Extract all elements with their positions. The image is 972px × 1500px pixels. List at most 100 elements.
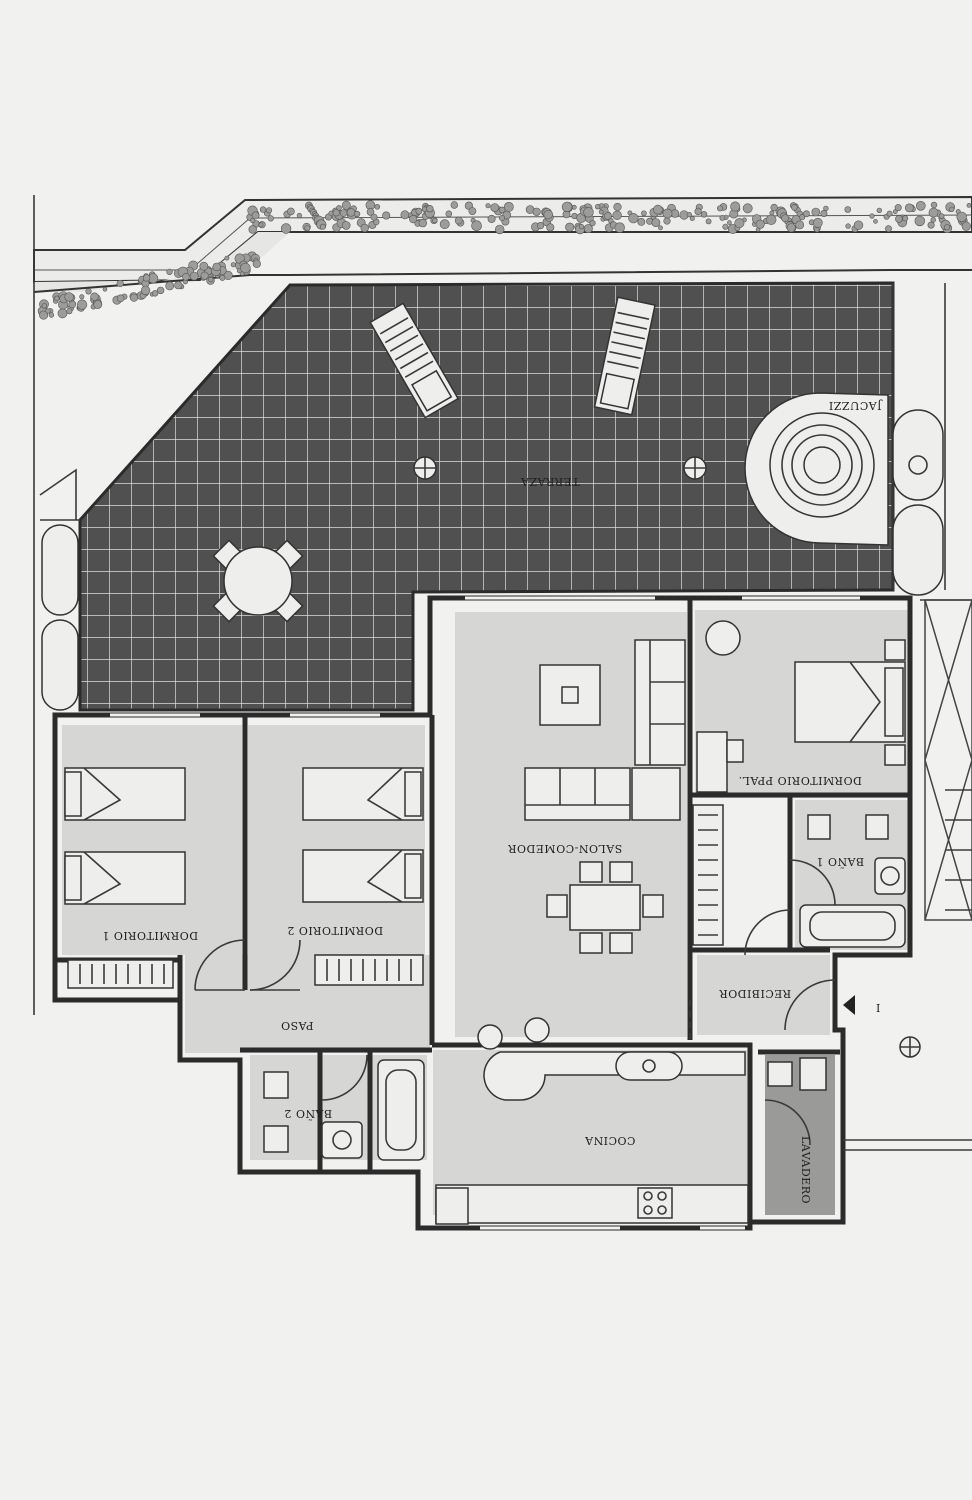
shrub [68,300,77,309]
shrub [212,262,221,272]
shrub [432,217,438,224]
shrub [165,281,175,291]
shrub [200,271,209,280]
shrub [445,210,453,218]
desk [696,731,728,793]
shrub [689,216,695,222]
shrub [869,213,875,219]
shrub [265,207,273,214]
shrub [490,203,500,212]
shrub [662,208,673,219]
kitchen-counter [435,1184,749,1224]
dining-table [546,861,664,954]
shrub [409,215,418,224]
shrub [781,214,789,223]
shrub [705,218,712,225]
shrub [914,215,925,227]
shrub [142,274,151,282]
shrub [594,204,601,210]
shrub [258,222,264,228]
shrub [927,221,935,229]
shrub [487,214,496,223]
shrub [468,207,477,215]
shrub [786,223,796,233]
shrub [341,200,351,210]
dorm2-label: DORMITORIO 2 [287,924,383,937]
shrub [904,203,914,213]
shrub [76,299,88,310]
entrance-lamp [899,1036,921,1058]
shrub [915,201,926,211]
bed-dorm2-a [302,767,424,821]
shrub [498,215,505,222]
shrub [48,312,55,318]
shrub [140,285,151,296]
shrub [734,218,745,229]
shrub [641,210,647,217]
shrub [694,207,702,215]
shrub [450,201,458,209]
shrub [41,303,47,309]
shrub [803,210,810,218]
paso-label: PASO [281,1019,314,1032]
shrub [536,222,545,230]
master-chair [705,620,741,656]
shrub [439,219,450,230]
shrub [755,219,765,229]
shrub [658,225,663,231]
shrub [79,294,85,300]
walls [52,595,913,1231]
master-bed [794,661,906,743]
shrub [189,271,199,281]
bed-dorm2-b [302,849,424,903]
shrub [116,279,124,288]
shrub [578,224,585,230]
recibidor-label: RECIBIDOR [719,987,791,1000]
shrub [613,202,622,212]
shrub [686,212,692,218]
shrub [583,207,594,218]
shrub [45,308,51,314]
bano2-label: BAÑO 2 [284,1107,332,1121]
shrub [130,293,139,302]
bed-dorm1-a [64,767,186,821]
shrub [653,204,663,215]
planter [33,195,972,320]
shrub [66,308,73,315]
lavadero-label: LAVADERO [799,1136,812,1204]
nightstand-2 [884,744,906,766]
terraza-label: TERRAZA [520,475,580,488]
shrub [543,209,553,220]
bed-dorm1-b [64,851,186,905]
shrub [341,221,351,230]
right-planter-1 [892,409,944,501]
shrub [57,308,68,319]
shrub [961,221,971,231]
round-table [212,539,304,623]
shrub [182,272,190,281]
shrub [886,210,893,217]
bath1-fixtures [799,814,906,948]
windows [110,596,860,1230]
shrub [930,201,938,209]
kitchen-fridge [435,1187,469,1225]
shrub [240,262,251,274]
shrub [151,290,159,297]
shrub [589,220,596,227]
shrub [370,213,378,221]
laundry-sink [799,1057,827,1091]
terrace-lamp-right [683,456,707,480]
planter-shrubs [37,200,972,320]
shrub [770,203,778,212]
shrub [928,207,939,218]
shrub [199,261,209,271]
shrub [219,274,226,281]
shrub [845,223,851,229]
shrub [252,259,261,268]
shrub [93,300,103,309]
shrub [799,214,806,221]
dorm1-label: DORMITORIO 1 [102,929,198,942]
right-planter-2 [892,504,944,596]
shrub [853,220,864,230]
bath2-fixtures [263,1059,425,1161]
